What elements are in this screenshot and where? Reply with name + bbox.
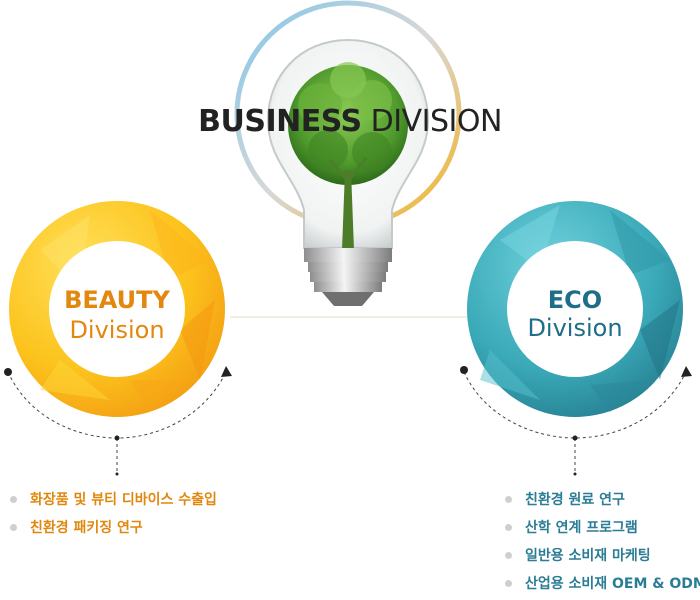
list-item-label: 화장품 및 뷰티 디바이스 수출입 xyxy=(30,492,217,508)
bullet-icon xyxy=(505,496,512,503)
bullet-icon xyxy=(505,524,512,531)
list-item: 일반용 소비재 마케팅 xyxy=(505,542,700,570)
bullet-icon xyxy=(505,552,512,559)
eco-arc-start-dot xyxy=(460,366,468,374)
beauty-arc-arrow-icon xyxy=(221,366,232,377)
beauty-item-list: 화장품 및 뷰티 디바이스 수출입 친환경 패키징 연구 xyxy=(10,486,217,542)
beauty-arc-start-dot xyxy=(4,368,12,376)
eco-subheading: Division xyxy=(527,314,623,342)
list-item-label: 산학 연계 프로그램 xyxy=(525,520,638,536)
bullet-icon xyxy=(10,496,17,503)
eco-arc-arrow-icon xyxy=(681,366,692,377)
list-item-label: 일반용 소비재 마케팅 xyxy=(525,548,651,564)
title-light: DIVISION xyxy=(370,104,503,139)
bullet-icon xyxy=(505,580,512,587)
list-item: 친환경 패키징 연구 xyxy=(10,514,217,542)
beauty-circle xyxy=(9,201,225,417)
eco-arc xyxy=(463,371,687,474)
list-item-label: 친환경 패키징 연구 xyxy=(30,520,143,536)
eco-item-list: 친환경 원료 연구 산학 연계 프로그램 일반용 소비재 마케팅 산업용 소비재… xyxy=(505,486,700,598)
list-item: 화장품 및 뷰티 디바이스 수출입 xyxy=(10,486,217,514)
list-item: 산학 연계 프로그램 xyxy=(505,514,700,542)
list-item: 산업용 소비재 OEM & ODM xyxy=(505,570,700,598)
eco-heading: ECO xyxy=(547,286,603,314)
list-item: 친환경 원료 연구 xyxy=(505,486,700,514)
eco-circle xyxy=(467,201,683,417)
lightbulb-icon xyxy=(266,38,430,306)
beauty-heading: BEAUTY xyxy=(64,286,170,314)
list-item-label: 친환경 원료 연구 xyxy=(525,492,625,508)
page-title: BUSINESS DIVISION xyxy=(0,104,700,139)
list-item-label: 산업용 소비재 OEM & ODM xyxy=(525,576,700,592)
title-bold: BUSINESS xyxy=(198,104,362,139)
bullet-icon xyxy=(10,524,17,531)
beauty-subheading: Division xyxy=(69,316,165,344)
